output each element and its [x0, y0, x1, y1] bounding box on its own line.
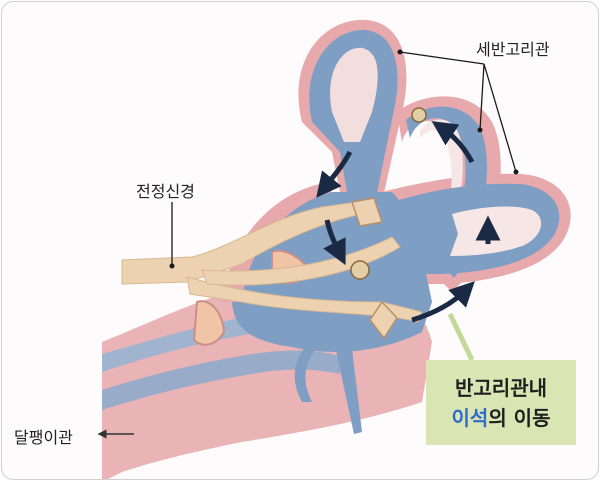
canal-posterior-hole [330, 47, 378, 142]
tube-lower-band [102, 350, 342, 410]
otolith-movement-callout: 반고리관내 이석의 이동 [426, 360, 576, 445]
cochlea-duct [332, 332, 362, 434]
label-cochlea: 달팽이관 [14, 428, 73, 447]
nerve-branch-cup [351, 197, 383, 227]
label-vestibular-nerve: 전정신경 [136, 182, 195, 201]
nerve-branch-mid [201, 236, 401, 286]
leader-semicircular [399, 51, 517, 173]
utricle-fold [192, 300, 226, 346]
leader-callout [447, 312, 475, 362]
otolith-top [411, 107, 427, 123]
callout-line-2-rest: 의 이동 [488, 405, 551, 430]
duct-lower [294, 338, 322, 402]
arrow-vestibule [323, 219, 346, 266]
arrow-posterior-canal [316, 150, 353, 198]
otolith-center [350, 260, 370, 280]
callout-line-1: 반고리관내 [455, 375, 547, 400]
arrow-lower-canal [411, 281, 475, 323]
callout-highlight: 이석 [451, 405, 489, 430]
label-semicircular-canals: 세반고리관 [476, 40, 550, 59]
nerve-branch-ampulla [369, 300, 398, 340]
arrow-superior-canal [431, 121, 475, 164]
callout-line-2: 이석의 이동 [452, 403, 551, 433]
